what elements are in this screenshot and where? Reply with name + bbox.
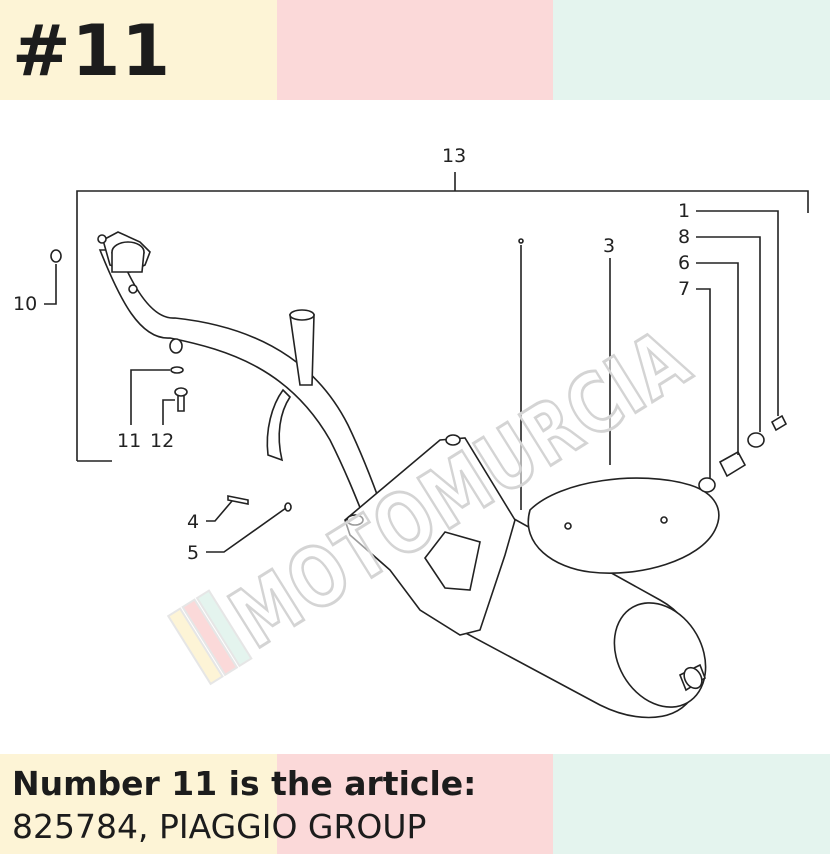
caption-article: 825784, PIAGGIO GROUP — [12, 807, 427, 846]
exhaust-parts-diagram: MOTOMURCIA 13 1 8 6 7 3 10 11 12 4 5 — [13, 145, 809, 719]
exhaust-pipe — [97, 231, 383, 522]
band-pink — [277, 754, 553, 854]
callout-12: 12 — [150, 430, 174, 452]
hardware-stack — [50, 238, 788, 512]
caption-heading: Number 11 is the article: — [12, 764, 477, 803]
band-mint — [553, 0, 830, 100]
guard-plate — [527, 477, 720, 574]
callout-6: 6 — [678, 252, 690, 274]
callout-4: 4 — [187, 511, 199, 533]
band-pink — [277, 0, 553, 100]
leader-lines — [44, 210, 779, 553]
heat-shield — [344, 434, 516, 636]
page-title: #11 — [12, 10, 172, 92]
callout-13: 13 — [442, 145, 466, 167]
silencer-body — [459, 498, 707, 719]
footer-color-band — [0, 754, 830, 854]
callout-3: 3 — [603, 235, 615, 257]
band-yellow — [0, 754, 277, 854]
callout-10: 10 — [13, 293, 37, 315]
callout-8: 8 — [678, 226, 690, 248]
rear-tube — [266, 309, 315, 462]
band-yellow — [0, 0, 277, 100]
callout-1: 1 — [678, 200, 690, 222]
callout-11: 11 — [117, 430, 141, 452]
callout-5: 5 — [187, 542, 199, 564]
assembly-bracket — [76, 172, 809, 462]
callout-7: 7 — [678, 278, 690, 300]
band-mint — [553, 754, 830, 854]
header-color-band — [0, 0, 830, 100]
